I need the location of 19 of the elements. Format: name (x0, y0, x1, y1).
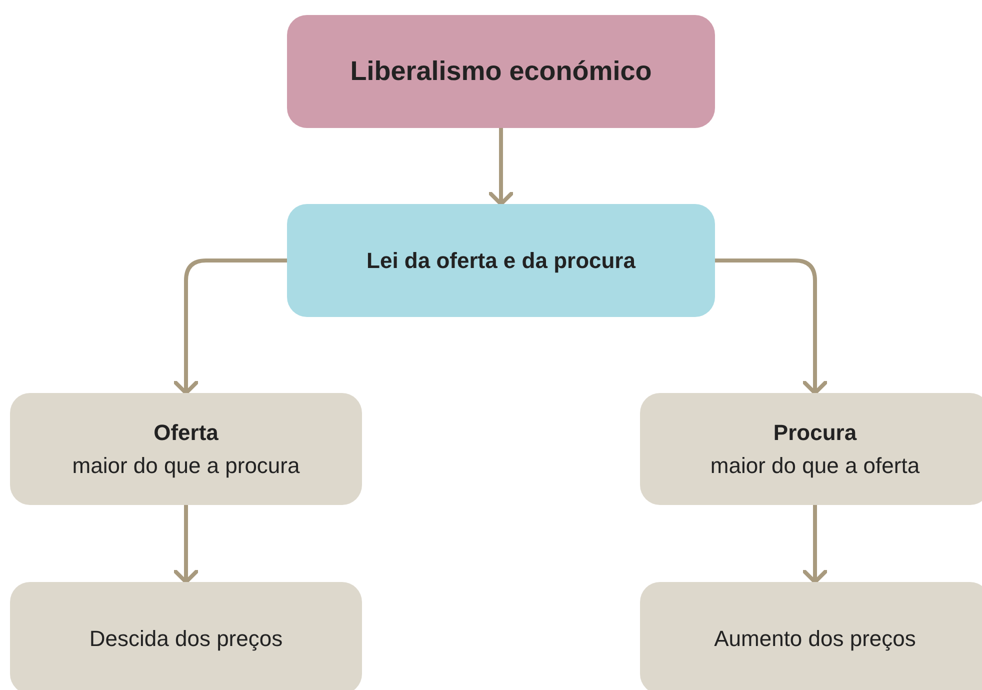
box-heading: Oferta (154, 419, 218, 447)
box-text: Liberalismo económico (350, 55, 652, 88)
box-text: Descida dos preços (89, 624, 283, 653)
process-box (640, 582, 982, 690)
arrow (713, 258, 828, 395)
process-box (287, 204, 715, 317)
box-text: Lei da oferta e da procura (366, 247, 636, 275)
box-text: maior do que a oferta (710, 452, 920, 480)
process-box (640, 393, 982, 505)
process-box (287, 15, 715, 128)
box-heading: Procura (773, 419, 857, 447)
arrow (173, 258, 289, 395)
box-text: Aumento dos preços (714, 624, 916, 653)
process-box (10, 582, 362, 690)
arrow (173, 503, 199, 584)
arrow (802, 503, 828, 584)
arrow (488, 126, 514, 206)
process-box (10, 393, 362, 505)
box-text: maior do que a procura (72, 452, 300, 480)
